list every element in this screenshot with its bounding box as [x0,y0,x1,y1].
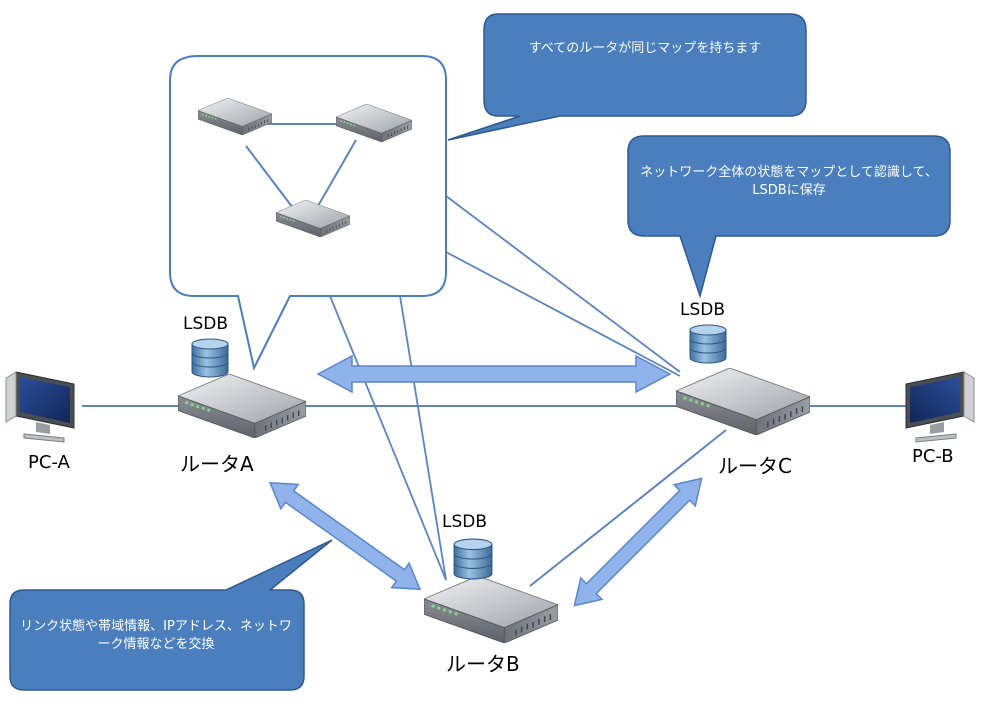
router-a-label: ルータA [180,452,254,476]
lsdb-b-label: LSDB [442,512,488,532]
callout-lsdb-shape [627,135,951,299]
callout-exchange-shape [9,539,333,691]
pc-b-label: PC-B [912,446,954,467]
router-a [178,374,306,438]
link-rc-rb [529,429,727,587]
router-c [676,368,810,435]
lsdb-a-label: LSDB [183,314,229,334]
callout-lsdb-text: ネットワーク全体の状態をマップとして認識して、LSDBに保存 [640,165,938,198]
lsdb-c-icon [689,324,727,364]
map-bubble [169,55,447,371]
arrow-ra-rb [268,481,422,591]
pc-b-icon [905,371,975,443]
lsdb-c-label: LSDB [680,300,726,320]
pc-a-icon [5,371,75,443]
router-b [424,576,558,643]
arrow-rb-rc [573,477,703,607]
callout-exchange-text: リンク状態や帯域情報、IPアドレス、ネットワーク情報などを交換 [20,619,292,652]
pc-a-label: PC-A [28,452,70,473]
router-b-label: ルータB [446,652,520,676]
arrow-ra-rc [316,354,672,394]
router-c-label: ルータC [718,454,792,478]
network-links [82,405,912,587]
exchange-arrows [268,354,703,607]
mini-network-links [245,123,357,213]
lsdb-b-icon [453,538,493,580]
map-leader-lines [329,195,681,581]
callout-map-shape [447,13,807,141]
callout-map-text: すべてのルータが同じマップを持ちます [528,41,762,56]
lsdb-a-icon [191,338,229,378]
